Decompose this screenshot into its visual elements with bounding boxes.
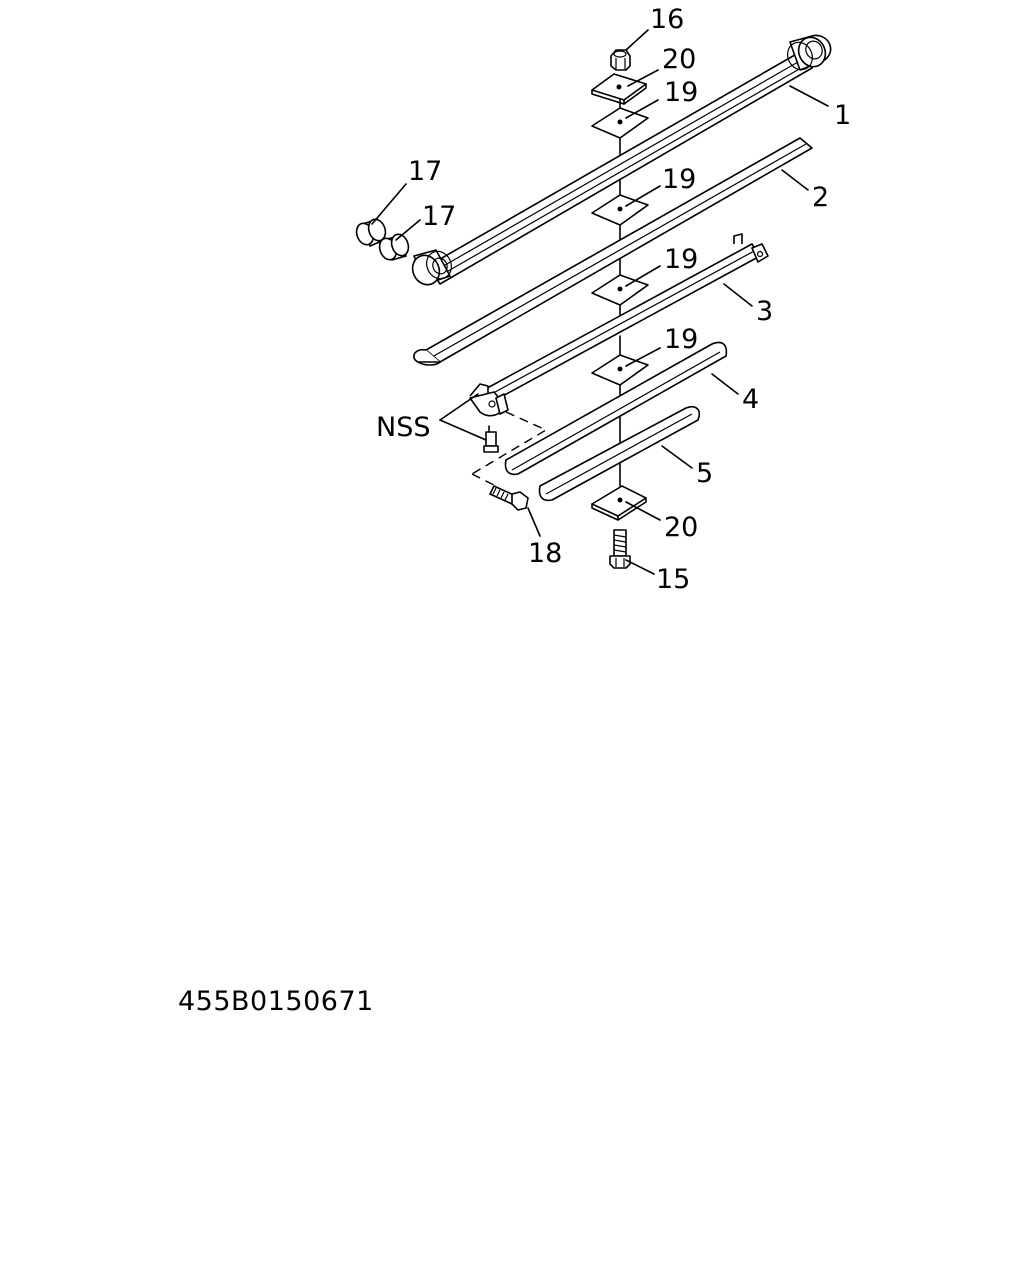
callout-4: 4: [742, 384, 759, 415]
second-leaf-part-2: [413, 137, 813, 366]
nss-clip-bolt: [483, 425, 499, 453]
main-leaf-part-1: [411, 34, 832, 286]
callout-5: 5: [696, 458, 713, 489]
callout-19-3: 19: [664, 244, 698, 275]
callout-3: 3: [756, 296, 773, 327]
third-leaf-part-3: [469, 233, 769, 417]
callout-19-2: 19: [662, 164, 696, 195]
callout-19-4: 19: [664, 324, 698, 355]
plate-part-20-top: [591, 73, 647, 105]
center-bolt-part-15: [609, 529, 631, 569]
callout-17-lower: 17: [422, 201, 456, 232]
nut-part-16: [610, 49, 631, 71]
washer-part-19-3: [591, 274, 649, 306]
plate-part-20-bottom: [591, 485, 647, 521]
callout-16: 16: [650, 4, 684, 35]
leader-lines: [371, 29, 829, 575]
callout-20-top: 20: [662, 44, 696, 75]
callout-19-1: 19: [664, 77, 698, 108]
drawing-number: 455B0150671: [178, 986, 374, 1017]
callout-15: 15: [656, 564, 690, 595]
washer-part-19-1: [591, 107, 649, 139]
callout-20-bottom: 20: [664, 512, 698, 543]
fourth-leaf-part-4: [504, 341, 728, 476]
fifth-leaf-part-5: [538, 405, 701, 502]
callout-2: 2: [812, 182, 829, 213]
callout-17-upper: 17: [408, 156, 442, 187]
clip-bolt-part-18: [489, 485, 529, 511]
callout-1: 1: [834, 100, 851, 131]
callout-18: 18: [528, 538, 562, 569]
bushing-part-17-1: [355, 218, 387, 247]
dashed-clip-outline: [471, 411, 548, 487]
callout-nss: NSS: [376, 412, 430, 443]
washer-part-19-2: [591, 194, 649, 226]
